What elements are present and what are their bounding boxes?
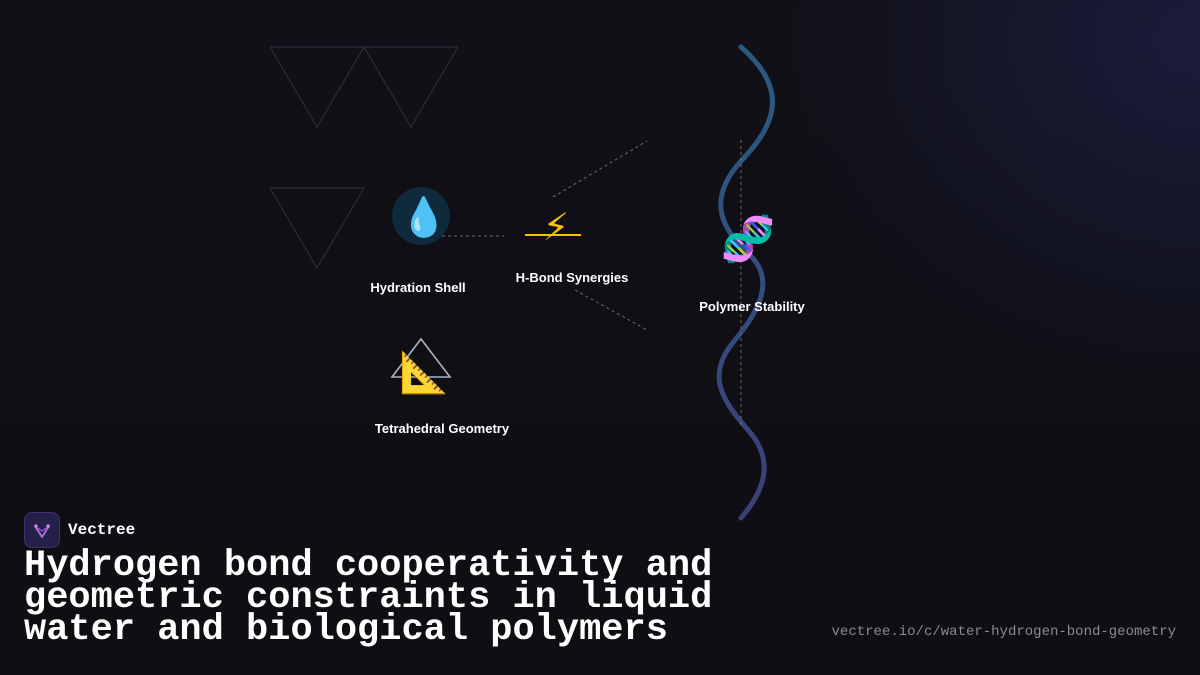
connector-hbond-lower (574, 289, 648, 331)
node-label-polymer-stability: Polymer Stability (699, 299, 805, 314)
tetrahedral-outline (390, 337, 452, 378)
triangle-outline (268, 187, 366, 270)
node-label-h-bond-synergies: H-Bond Synergies (515, 270, 629, 285)
connectors (436, 140, 742, 425)
lightning-icon: ⚡ (542, 205, 570, 249)
page-title: Hydrogen bond cooperativity and geometri… (24, 545, 713, 651)
brand: Vectree (24, 512, 135, 548)
brand-name: Vectree (68, 521, 136, 539)
page-url[interactable]: vectree.io/c/water-hydrogen-bond-geometr… (831, 624, 1176, 640)
connector-hbond-upper (552, 140, 648, 198)
helix-ribbon (716, 44, 775, 521)
triangle-ruler-icon: 📐 (399, 350, 449, 396)
dna-icon: 🧬 (720, 214, 776, 265)
droplet-icon: 💧 (400, 195, 448, 239)
droplet-backdrop (392, 187, 450, 245)
node-label-hydration-shell: Hydration Shell (370, 280, 466, 295)
triangle-outline (362, 46, 460, 129)
node-label-tetrahedral-geometry: Tetrahedral Geometry (374, 421, 510, 436)
vectree-logo-icon (24, 512, 60, 548)
decorative-triangles (268, 46, 460, 270)
triangle-outline (268, 46, 366, 129)
